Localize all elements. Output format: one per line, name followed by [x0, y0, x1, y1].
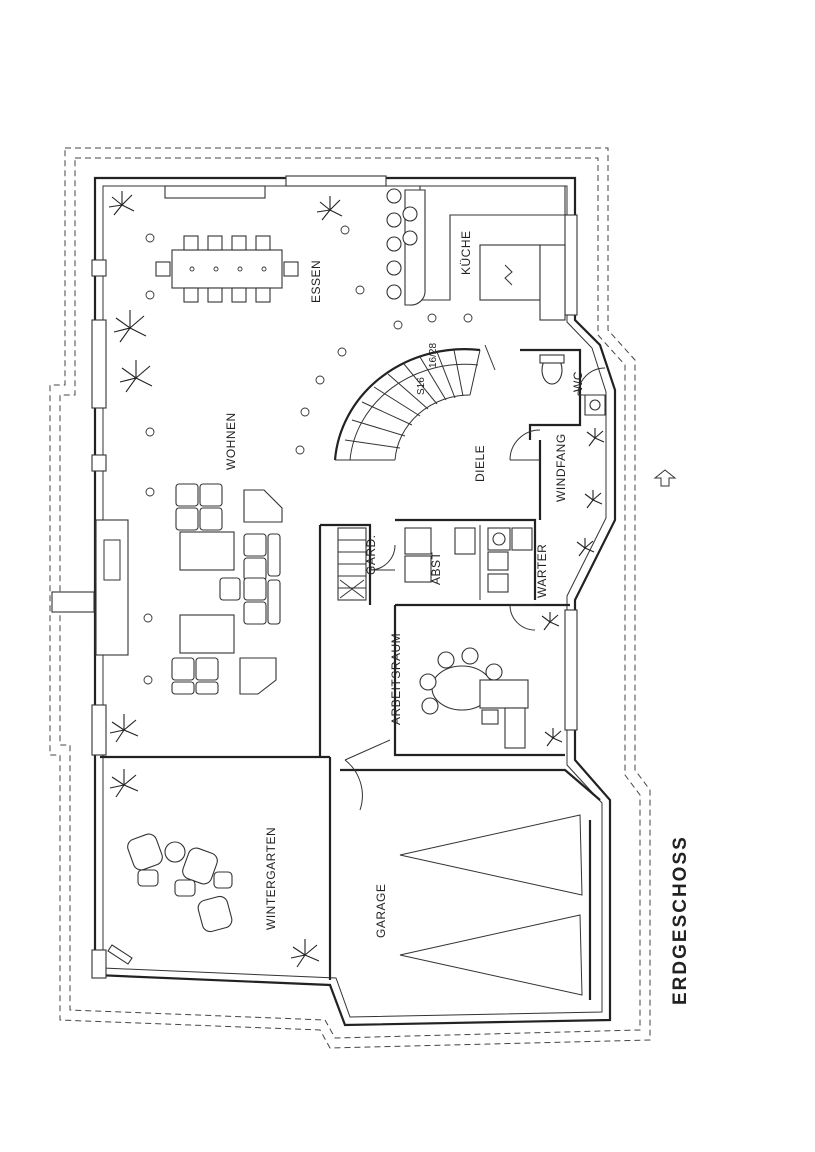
spiral-staircase	[333, 348, 481, 461]
sofa-group-lower	[171, 577, 281, 695]
roof-outline-inner	[59, 157, 641, 1039]
wc-fixtures	[539, 354, 606, 416]
door-swing	[344, 739, 391, 811]
partition-wall	[395, 518, 537, 600]
entrance-arrow-icon	[653, 469, 677, 487]
dining-table	[155, 235, 299, 303]
sofa-group-upper	[175, 483, 283, 581]
laundry-appliances	[404, 527, 533, 593]
bar-stools	[386, 188, 418, 300]
plant-icons	[108, 191, 605, 968]
room-label-arbeitsraum: ARBEITSRAUM	[389, 633, 403, 725]
kitchen-island-symbol	[504, 264, 513, 286]
door-swing	[509, 429, 541, 461]
window	[285, 175, 387, 187]
chimney	[51, 591, 95, 613]
room-label-kueche: KÜCHE	[459, 230, 473, 275]
kitchen-unit	[539, 244, 566, 321]
room-label-abst: ABST	[429, 551, 443, 585]
stair-label: 16/28	[428, 343, 439, 368]
fireplace-insert	[103, 539, 121, 581]
wardrobe	[337, 527, 367, 601]
ceiling-lights	[143, 225, 473, 685]
exterior-wall	[93, 176, 617, 1027]
room-label-gard: GARD.	[364, 534, 378, 575]
room-label-garage: GARAGE	[374, 884, 388, 938]
window	[91, 949, 107, 979]
room-label-diele: DIELE	[473, 445, 487, 482]
roof-outline	[49, 147, 651, 1049]
partition-wall	[393, 605, 565, 757]
door-swing	[369, 544, 396, 571]
partition-wall	[520, 348, 582, 440]
window	[91, 454, 107, 472]
door-swing	[484, 344, 496, 371]
sideboard	[164, 185, 266, 199]
room-label-windfang: WINDFANG	[554, 433, 568, 502]
plan-title: ERDGESCHOSS	[670, 835, 691, 1005]
window	[91, 704, 107, 756]
garage-markings	[399, 814, 592, 1000]
wintergarten-furniture	[107, 833, 233, 965]
room-label-wohnen: WOHNEN	[224, 412, 238, 470]
window	[564, 214, 578, 316]
partition-wall	[320, 523, 372, 605]
room-label-wc: WC	[571, 371, 585, 392]
partition-wall	[340, 768, 601, 801]
window	[91, 259, 107, 277]
stair-label: S16	[416, 377, 427, 395]
room-label-essen: ESSEN	[309, 260, 323, 303]
window	[564, 609, 578, 731]
kitchen-island	[479, 244, 541, 301]
room-label-wintergarten: WINTERGARTEN	[264, 827, 278, 930]
window	[91, 319, 107, 409]
desk-group	[419, 647, 529, 749]
room-label-warter: WARTER	[535, 544, 549, 598]
door-swing	[509, 604, 536, 631]
fireplace	[95, 519, 129, 656]
